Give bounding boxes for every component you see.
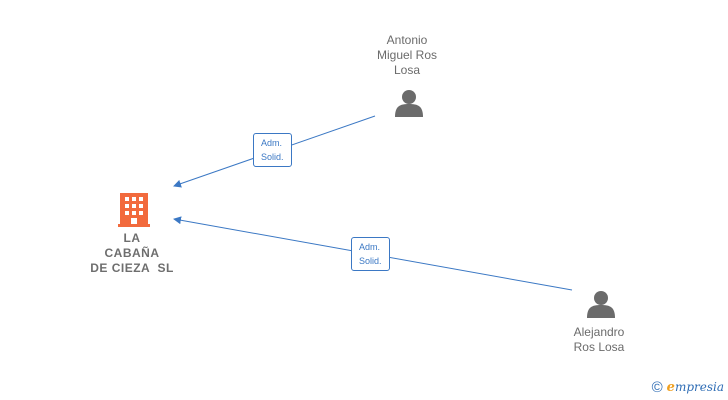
- person-name-line: Ros Losa: [573, 340, 625, 354]
- edge-badge-antonio[interactable]: Adm. Solid.: [253, 133, 292, 167]
- person-icon[interactable]: [395, 90, 423, 117]
- brand-logo: © empresia: [652, 379, 724, 396]
- brand-name: empresia: [667, 380, 724, 395]
- brand-rest: mpresia: [674, 380, 724, 394]
- person-name-line: Antonio: [386, 33, 428, 47]
- person-name-line: Miguel Ros: [376, 48, 438, 62]
- person-name-line: Alejandro: [573, 325, 625, 339]
- edge-badge-line: Adm.: [359, 242, 381, 252]
- building-icon[interactable]: [118, 193, 150, 227]
- company-name[interactable]: LA CABAÑA DE CIEZA SL: [80, 231, 184, 276]
- copyright-icon: ©: [651, 379, 663, 396]
- company-name-line: LA: [123, 231, 141, 245]
- person-icon[interactable]: [587, 291, 615, 318]
- edge-badge-line: Solid.: [261, 152, 284, 162]
- brand-initial: e: [666, 380, 675, 395]
- company-name-line: DE CIEZA SL: [90, 261, 174, 275]
- person-name-alejandro[interactable]: Alejandro Ros Losa: [549, 325, 649, 355]
- company-name-line: CABAÑA: [104, 246, 160, 260]
- edge-badge-line: Adm.: [261, 138, 283, 148]
- edge-badge-line: Solid.: [359, 256, 382, 266]
- edge-badge-alejandro[interactable]: Adm. Solid.: [351, 237, 390, 271]
- person-name-antonio[interactable]: Antonio Miguel Ros Losa: [357, 33, 457, 78]
- person-name-line: Losa: [393, 63, 421, 77]
